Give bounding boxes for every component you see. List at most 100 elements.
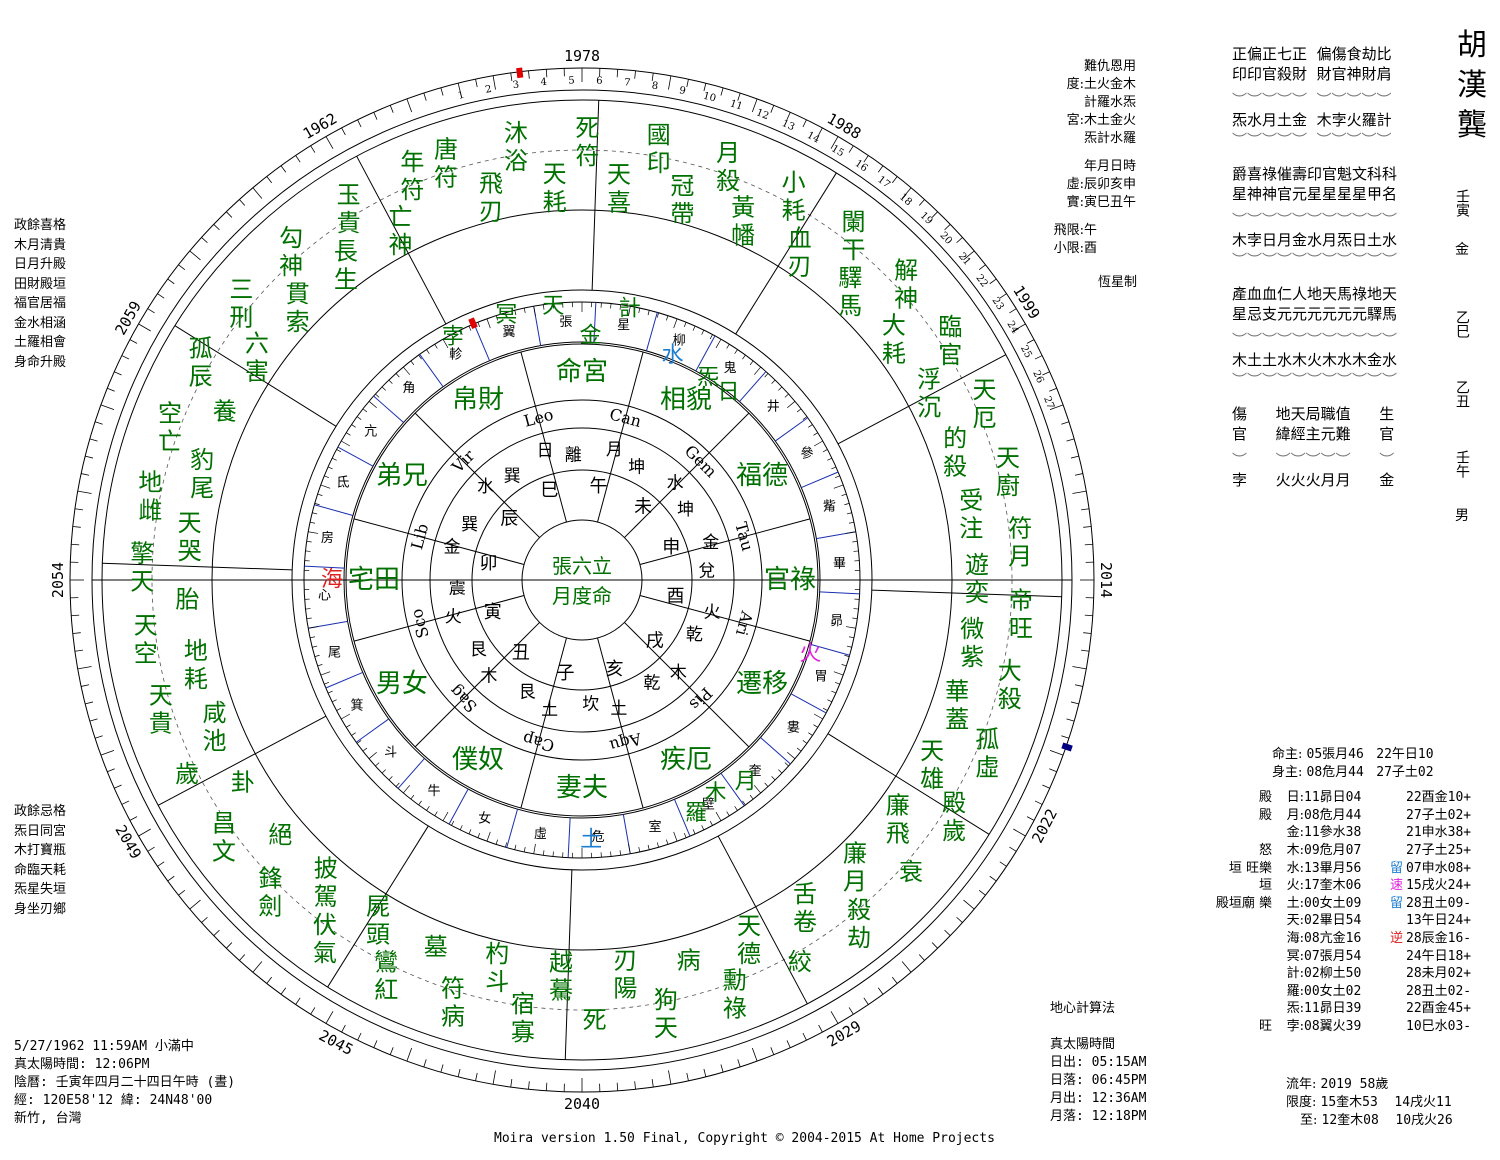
star-name: 解 <box>894 256 918 284</box>
earthly-branch: 巳 <box>541 480 559 501</box>
mansion-tick <box>778 386 783 391</box>
star-name: 天 <box>543 160 567 188</box>
life-lord-b: 22午日10 <box>1376 747 1434 762</box>
mansion-tick <box>666 839 669 845</box>
mansion-tick <box>336 449 342 453</box>
star-name: 帝 <box>1009 586 1033 614</box>
mansion-spoke <box>337 446 374 467</box>
mansion-tick <box>742 800 746 806</box>
rim-tick <box>475 1072 478 1081</box>
mansion-tick <box>362 747 368 752</box>
mansion-label: 婁 <box>787 720 800 735</box>
rim-tick <box>423 92 427 101</box>
mansion-tick <box>381 769 386 774</box>
rim-tick <box>545 69 548 78</box>
sign-spoke <box>624 412 750 538</box>
mansion-tick <box>778 769 783 774</box>
planet-name: 金: <box>1286 825 1304 841</box>
birth-info-line: 5/27/1962 11:59AM 小滿中 <box>14 1039 194 1054</box>
planet-palace-pos: 27子土02+ <box>1406 807 1472 823</box>
rim-year-label: 2045 <box>316 1026 356 1059</box>
mansion-tick <box>619 304 622 310</box>
mansion-tick <box>426 349 430 354</box>
mansion-tick <box>320 671 331 676</box>
planet-mansion-pos: 02畢日54 <box>1304 913 1362 929</box>
star-name: 勾 <box>279 224 303 252</box>
mansion-label: 斗 <box>384 746 397 761</box>
rim-tick <box>77 490 92 494</box>
mansion-tick <box>442 811 449 821</box>
rim-tick <box>100 749 115 756</box>
rim-age-label: 17 <box>875 174 892 190</box>
info-row: 虛:辰卯亥申 <box>1050 176 1137 194</box>
rim-tick <box>901 187 912 199</box>
rim-tick <box>1049 768 1057 773</box>
mansion-tick <box>486 831 491 842</box>
palace-spoke <box>356 155 447 325</box>
planet-palace-pos: 13午日24+ <box>1406 913 1472 929</box>
star-name: 三 <box>229 275 253 303</box>
planet-flags: 怒 <box>1258 842 1272 858</box>
mansion-tick <box>495 315 498 321</box>
palace-name: 宅田 <box>348 565 400 595</box>
mansion-label: 尾 <box>328 645 341 660</box>
star-name: 亡 <box>158 427 182 455</box>
planet-mansion-pos: 11昴日39 <box>1304 1001 1362 1017</box>
star-name: 殺 <box>998 685 1022 713</box>
planet-name: 炁: <box>1286 1001 1304 1017</box>
planet-name: 水: <box>1286 860 1304 876</box>
star-name: 喜 <box>607 189 631 217</box>
mansion-label: 壁 <box>702 798 715 813</box>
rim-year-label: 1988 <box>824 109 864 143</box>
rim-tick <box>802 119 807 128</box>
rim-age-label: 10 <box>702 91 717 105</box>
star-name: 宿 <box>511 990 535 1018</box>
mansion-tick <box>305 608 311 610</box>
sign-spoke <box>353 518 525 565</box>
rim-tick <box>877 987 884 995</box>
mansion-spoke <box>325 671 363 689</box>
rim-tick <box>802 1032 807 1041</box>
star-name: 長 <box>334 237 358 265</box>
limit-b: 14戌火11 <box>1394 1095 1452 1110</box>
planet-flags: 殿 <box>1258 807 1272 823</box>
mansion-tick <box>356 416 362 420</box>
arc-divider: ︶︶︶︶︶ ︶︶︶︶︶ <box>1232 91 1392 109</box>
planet-palace-pos: 22酉金45+ <box>1406 1001 1472 1017</box>
palace-spoke <box>717 835 808 1005</box>
rim-age-label: 20 <box>937 230 954 247</box>
mansion-tick <box>852 617 858 620</box>
rim-age-label: 16 <box>853 158 870 174</box>
arc-divider: ︶︶︶︶︶︶︶︶︶︶︶ <box>1232 211 1398 229</box>
star-name: 干 <box>842 236 866 264</box>
rim-tick <box>891 976 898 984</box>
mansion-tick <box>375 762 380 767</box>
planet-name: 海: <box>1286 930 1304 946</box>
gods-row3a: 炁水月土金 <box>1232 111 1308 129</box>
rim-tick <box>423 1059 427 1068</box>
mansion-tick <box>764 782 769 787</box>
star-name: 飛 <box>479 170 503 198</box>
star-name: 池 <box>203 727 227 755</box>
mansion-tick <box>853 550 859 552</box>
rim-tick <box>81 684 90 687</box>
mansion-label: 昴 <box>830 614 843 629</box>
limit-label: 限度: <box>1286 1095 1317 1110</box>
mansion-tick <box>395 373 400 378</box>
mansion-spoke <box>506 808 519 848</box>
rim-tick <box>440 1064 444 1073</box>
star-name: 死 <box>575 114 599 142</box>
star-name: 小 <box>782 168 806 196</box>
rim-tick <box>77 666 92 670</box>
rim-tick <box>325 136 334 149</box>
star-name: 大 <box>882 312 906 340</box>
sun-moon-row: 月出: 12:36AM <box>1050 1091 1147 1106</box>
trigram-label: 巽 <box>504 466 521 486</box>
rim-age-label: 11 <box>728 98 744 112</box>
gods-block: 正偏正七正 偏傷食劫比 印印官殺財 財官神財肩 ︶︶︶︶︶ ︶︶︶︶︶ 炁水月土… <box>1232 44 1397 490</box>
rim-tick <box>373 112 378 120</box>
star-name: 尾 <box>190 474 214 502</box>
rim-tick <box>1034 355 1043 360</box>
rim-tick <box>989 278 997 285</box>
